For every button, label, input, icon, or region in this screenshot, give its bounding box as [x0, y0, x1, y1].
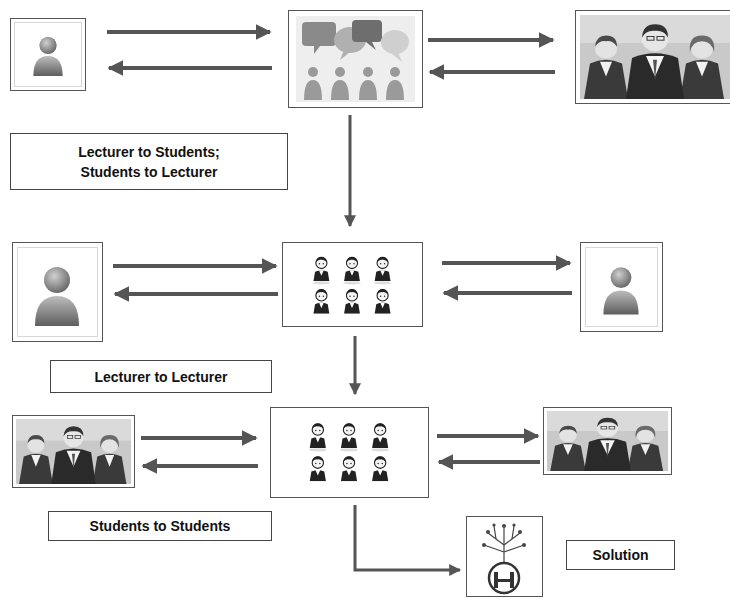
solution-label-box: Solution	[566, 540, 675, 570]
lecturer-icon	[11, 19, 86, 91]
double-arrow	[107, 32, 555, 72]
elbow-arrow	[355, 505, 460, 570]
group-image	[271, 408, 429, 498]
down-arrow	[349, 115, 352, 226]
box-label: Students to Students	[90, 516, 231, 536]
relation-label-box: Students to Students	[48, 511, 272, 541]
group-image	[283, 243, 423, 327]
box-label: Solution	[593, 545, 649, 565]
double-arrow	[141, 436, 540, 466]
box-label: Lecturer to Lecturer	[94, 367, 227, 387]
double-arrow	[113, 263, 572, 294]
lecturer-icon	[13, 243, 103, 342]
relation-label-box: Lecturer to Lecturer	[50, 360, 272, 393]
lecturer-icon	[581, 243, 663, 332]
students-image	[13, 416, 135, 488]
down-arrow	[354, 336, 357, 394]
relation-label-box: Lecturer to Students; Students to Lectur…	[10, 133, 288, 190]
students-image	[544, 408, 672, 475]
box-label: Lecturer to Students; Students to Lectur…	[54, 142, 244, 182]
students-image	[576, 11, 730, 104]
solution-icon	[467, 517, 543, 597]
discussion-image	[289, 11, 423, 108]
